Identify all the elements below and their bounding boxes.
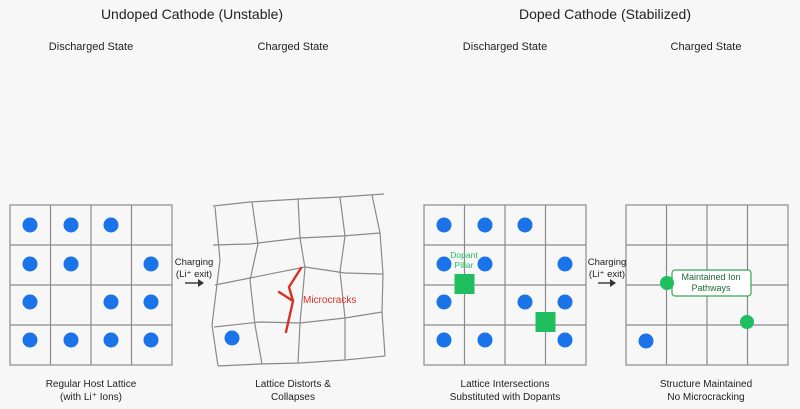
charging-arrow-2 (598, 279, 616, 287)
li-ion (557, 332, 573, 348)
dopant-pillars (454, 274, 556, 332)
caption-regular-host-lattice: Regular Host Lattice (with Li⁺ Ions) (45, 379, 137, 403)
caption-lattice-intersections: Lattice Intersections Substituted with D… (449, 379, 561, 403)
li-ion (103, 332, 119, 348)
undoped-discharged-li-ions (22, 217, 159, 348)
undoped-charged-label: Charged State (257, 41, 329, 53)
li-ion (143, 332, 159, 348)
stabilized-dopants (660, 276, 754, 329)
li-ion (22, 294, 38, 310)
li-ion (63, 256, 79, 272)
li-ion (557, 256, 573, 272)
li-ion (63, 332, 79, 348)
distorted-lattice (211, 193, 386, 367)
doped-charged-label: Charged State (670, 41, 742, 53)
li-ion (477, 217, 493, 233)
charging-label-1: Charging (Li⁺ exit) (174, 257, 214, 280)
doped-discharged-label: Discharged State (462, 41, 548, 53)
pathways-label: Maintained Ion Pathways (681, 272, 741, 293)
li-ion (436, 217, 452, 233)
li-ion (103, 294, 119, 310)
li-ion (22, 217, 38, 233)
li-ion (22, 256, 38, 272)
li-ion (638, 333, 654, 349)
caption-lattice-distorts: Lattice Distorts & Collapses (255, 379, 331, 403)
dopant-pillar-label: Dopant Pillar (450, 250, 478, 270)
doped-discharged-li-ions (436, 217, 573, 348)
li-ion (224, 330, 240, 346)
li-ion (517, 217, 533, 233)
li-ion (477, 256, 493, 272)
li-ion (436, 256, 452, 272)
li-ion (477, 332, 493, 348)
charging-label-2: Charging (Li⁺ exit) (587, 257, 627, 280)
undoped-discharged-lattice (9, 204, 173, 366)
caption-structure-maintained: Structure Maintained No Microcracking (659, 379, 753, 403)
li-ion (22, 332, 38, 348)
undoped-section-title: Undoped Cathode (Unstable) (100, 6, 284, 22)
li-ion (143, 294, 159, 310)
li-ion (63, 217, 79, 233)
dopant-pillar (454, 274, 475, 294)
li-ion (517, 294, 533, 310)
doped-section-title: Doped Cathode (Stabilized) (519, 6, 691, 22)
microcrack-lines (277, 266, 303, 334)
li-ion (103, 217, 119, 233)
li-ion (436, 294, 452, 310)
microcracks-label: Microcracks (303, 295, 357, 306)
dopant-node (660, 276, 674, 290)
undoped-discharged-label: Discharged State (48, 41, 134, 53)
doped-discharged-lattice (423, 204, 587, 366)
dopant-node (740, 315, 754, 329)
li-ion (557, 294, 573, 310)
dopant-pillar (535, 312, 556, 332)
charging-arrow-1 (185, 279, 204, 287)
li-ion (143, 256, 159, 272)
li-ion (436, 332, 452, 348)
